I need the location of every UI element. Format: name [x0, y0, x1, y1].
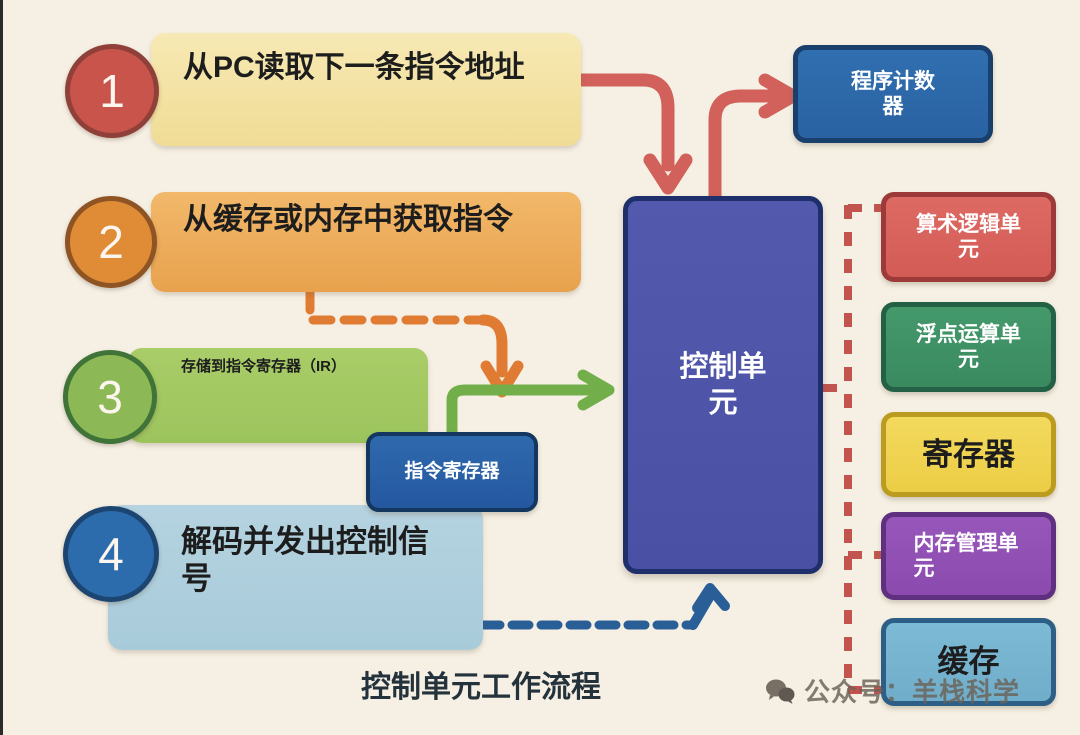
- pc-read-arrow: [571, 73, 693, 195]
- component-bus: [823, 204, 881, 694]
- program-counter-label: 程序计数器: [851, 69, 935, 118]
- step-4-text: 解码并发出控制信号: [181, 524, 429, 596]
- step-4-number-circle: 4: [63, 506, 159, 602]
- component-alu-label: 算术逻辑单元: [916, 212, 1021, 261]
- component-fpu-label: 浮点运算单元: [916, 322, 1021, 371]
- step-2-bar: [151, 192, 581, 292]
- instruction-register-label: 指令寄存器: [404, 460, 500, 482]
- component-mmu-box: 内存管理单元: [881, 512, 1056, 600]
- step-2-number-circle: 2: [65, 196, 157, 288]
- component-mmu-label: 内存管理单元: [913, 531, 1019, 580]
- diagram-caption: 控制单元工作流程: [361, 671, 601, 704]
- step-4-bar: [108, 505, 483, 650]
- step-3-number-circle: 3: [63, 350, 157, 444]
- watermark: 公众号：羊栈科学: [765, 672, 1020, 709]
- ir-to-control-arrow: [446, 369, 615, 444]
- step-3-text: 存储到指令寄存器（IR）: [181, 358, 347, 375]
- step-4-number: 4: [98, 528, 124, 580]
- watermark-text: 公众号：羊栈科学: [804, 677, 1021, 707]
- wechat-icon: [766, 679, 795, 704]
- control-unit-box: 控制单元: [623, 196, 823, 574]
- component-cache-label: 缓存: [937, 644, 1000, 680]
- step-1-bar: [151, 33, 581, 146]
- component-fpu-box: 浮点运算单元: [881, 302, 1056, 392]
- control-unit-label: 控制单元: [679, 350, 767, 419]
- step-3-number: 3: [97, 371, 123, 423]
- pc-update-arrow: [708, 73, 800, 203]
- step-2-text: 从缓存或内存中获取指令: [183, 203, 513, 236]
- component-cache-box: 缓存: [881, 618, 1056, 706]
- step-1-number-circle: 1: [65, 44, 159, 138]
- step-3-bar: [128, 348, 428, 443]
- control-signal-arrow: [478, 583, 730, 630]
- program-counter-box: 程序计数器: [793, 45, 993, 143]
- component-registers-label: 寄存器: [922, 436, 1015, 472]
- step-1-text: 从PC读取下一条指令地址: [183, 51, 525, 84]
- component-alu-box: 算术逻辑单元: [881, 192, 1056, 282]
- instruction-register-box: 指令寄存器: [366, 432, 538, 512]
- component-registers-box: 寄存器: [881, 412, 1056, 497]
- step-1-number: 1: [99, 65, 125, 117]
- step-2-number: 2: [98, 216, 124, 268]
